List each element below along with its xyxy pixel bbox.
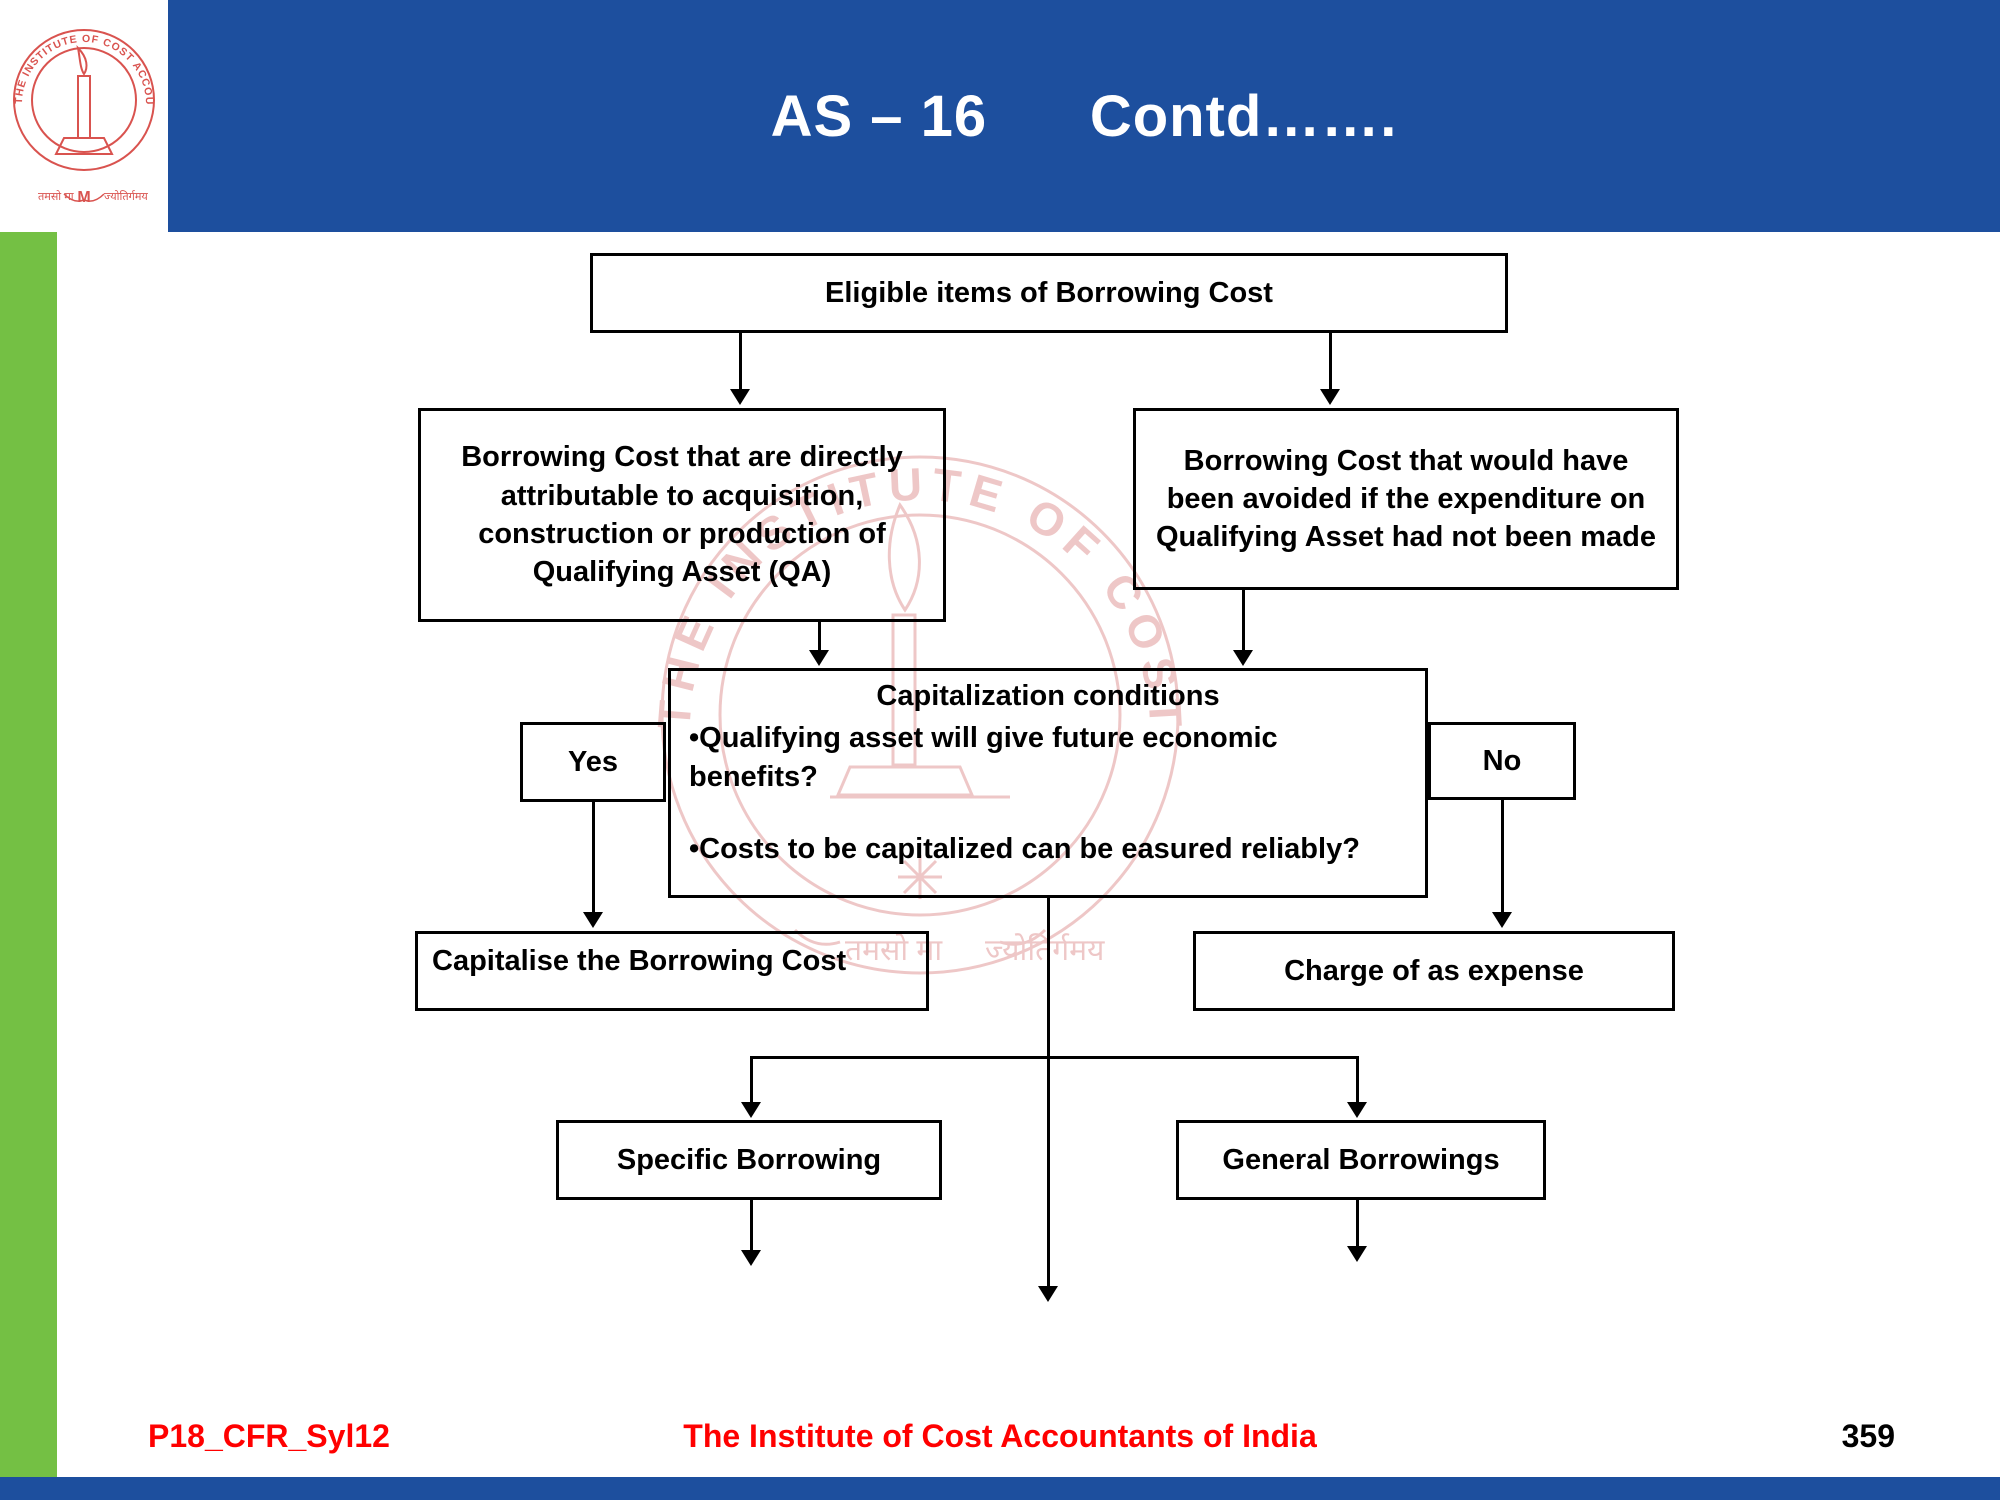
connector-general-down: [1356, 1200, 1359, 1248]
capitalization-conditions-title: Capitalization conditions: [876, 680, 1220, 712]
logo-monogram: M: [77, 189, 90, 206]
arrowhead-right-conditions: [1233, 650, 1253, 666]
flow-box-right-branch: Borrowing Cost that would have been avoi…: [1133, 408, 1679, 590]
arrowhead-left-conditions: [809, 650, 829, 666]
flow-box-general-borrowings: General Borrowings: [1176, 1120, 1546, 1200]
connector-root-right: [1329, 333, 1332, 389]
bottom-blue-bar: [0, 1477, 2000, 1500]
arrowhead-no-charge: [1492, 912, 1512, 928]
connector-branch-general: [1356, 1056, 1359, 1104]
connector-branch-specific: [750, 1056, 753, 1104]
logo-motto-left: तमसो मा: [38, 190, 74, 203]
flow-box-yes: Yes: [520, 722, 666, 802]
flow-box-capitalization-conditions: Capitalization conditions •Qualifying as…: [668, 668, 1428, 898]
connector-left-conditions: [818, 620, 821, 652]
footer-institute-name: The Institute of Cost Accountants of Ind…: [683, 1418, 1317, 1454]
condition-bullet-1: •Qualifying asset will give future econo…: [689, 722, 1278, 793]
flow-box-eligible-items: Eligible items of Borrowing Cost: [590, 253, 1508, 333]
arrowhead-center-stem: [1038, 1286, 1058, 1302]
connector-no-charge: [1501, 800, 1504, 914]
arrowhead-branch-general: [1347, 1102, 1367, 1118]
flow-box-charge-expense: Charge of as expense: [1193, 931, 1675, 1011]
connector-root-left: [739, 333, 742, 389]
connector-specific-down: [750, 1200, 753, 1252]
header-bar: AS – 16 Contd…….: [168, 0, 2000, 232]
institute-logo-icon: THE INSTITUTE OF COST ACCOUNTANTS OF IND…: [8, 4, 155, 206]
connector-center-stem: [1047, 898, 1050, 1288]
arrowhead-branch-specific: [741, 1102, 761, 1118]
connector-branch-horizontal: [750, 1056, 1358, 1059]
left-green-bar: [0, 232, 57, 1477]
flow-box-specific-borrowing: Specific Borrowing: [556, 1120, 942, 1200]
connector-right-conditions: [1242, 590, 1245, 650]
slide-title: AS – 16 Contd…….: [770, 83, 1398, 149]
flow-box-no: No: [1428, 722, 1576, 800]
footer-course-code: P18_CFR_Syl12: [148, 1418, 390, 1454]
watermark-motto-right: ज्योतिर्गमय: [985, 933, 1105, 967]
logo-motto-right: ज्योतिर्गमय: [104, 190, 148, 203]
flow-box-capitalise: Capitalise the Borrowing Cost: [415, 931, 929, 1011]
footer-page-number: 359: [1841, 1418, 1895, 1454]
condition-bullet-2: •Costs to be capitalized can be easured …: [689, 832, 1360, 865]
arrowhead-root-left: [730, 389, 750, 405]
institute-logo: THE INSTITUTE OF COST ACCOUNTANTS OF IND…: [0, 0, 168, 232]
arrowhead-general-down: [1347, 1246, 1367, 1262]
flow-box-left-branch: Borrowing Cost that are directly attribu…: [418, 408, 946, 622]
arrowhead-root-right: [1320, 389, 1340, 405]
arrowhead-yes-capitalise: [583, 912, 603, 928]
connector-yes-capitalise: [592, 802, 595, 914]
arrowhead-specific-down: [741, 1250, 761, 1266]
